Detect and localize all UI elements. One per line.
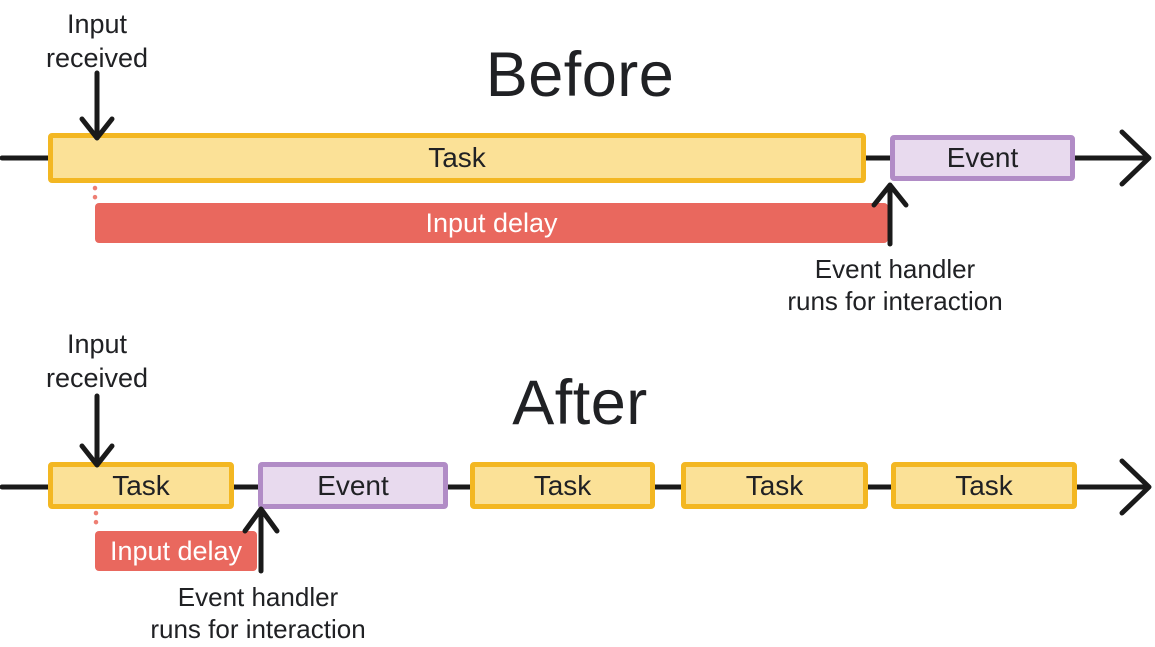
- before-title: Before: [485, 40, 675, 110]
- after-input-received-line2: received: [45, 363, 149, 393]
- before-input-received-label: Input received: [7, 7, 187, 75]
- after-task-bar-2: Task: [470, 462, 655, 509]
- after-task-label-3: Task: [745, 469, 804, 501]
- before-event-handler-line2: runs for interaction: [787, 286, 1003, 316]
- before-input-delay-label: Input delay: [425, 207, 558, 238]
- before-input-delay-bar: Input delay: [95, 203, 888, 243]
- after-input-received-line1: Input: [66, 329, 128, 359]
- after-event-handler-line1: Event handler: [177, 582, 339, 612]
- after-input-received-label: Input received: [7, 327, 187, 395]
- before-task-label: Task: [428, 142, 486, 173]
- before-event-handler-label: Event handler runs for interaction: [735, 253, 1055, 317]
- after-event-bar: Event: [258, 462, 448, 509]
- after-event-label: Event: [317, 469, 389, 501]
- after-task-label-1: Task: [112, 469, 170, 501]
- before-event-bar: Event: [890, 135, 1075, 181]
- after-task-bar-3: Task: [681, 462, 868, 509]
- before-task-bar: Task: [48, 133, 866, 183]
- after-input-delay-bar: Input delay: [95, 531, 257, 571]
- after-input-delay-label: Input delay: [109, 535, 243, 566]
- after-title: After: [512, 368, 648, 438]
- before-event-label: Event: [946, 142, 1019, 173]
- before-input-received-line2: received: [45, 43, 149, 73]
- after-task-bar-4: Task: [891, 462, 1077, 509]
- before-input-received-line1: Input: [66, 9, 128, 39]
- after-task-label-2: Task: [533, 469, 592, 501]
- after-event-handler-label: Event handler runs for interaction: [98, 581, 418, 645]
- after-task-bar-1: Task: [48, 462, 234, 509]
- before-event-handler-line1: Event handler: [814, 254, 976, 284]
- after-task-label-4: Task: [955, 469, 1013, 501]
- after-event-handler-line2: runs for interaction: [150, 614, 366, 644]
